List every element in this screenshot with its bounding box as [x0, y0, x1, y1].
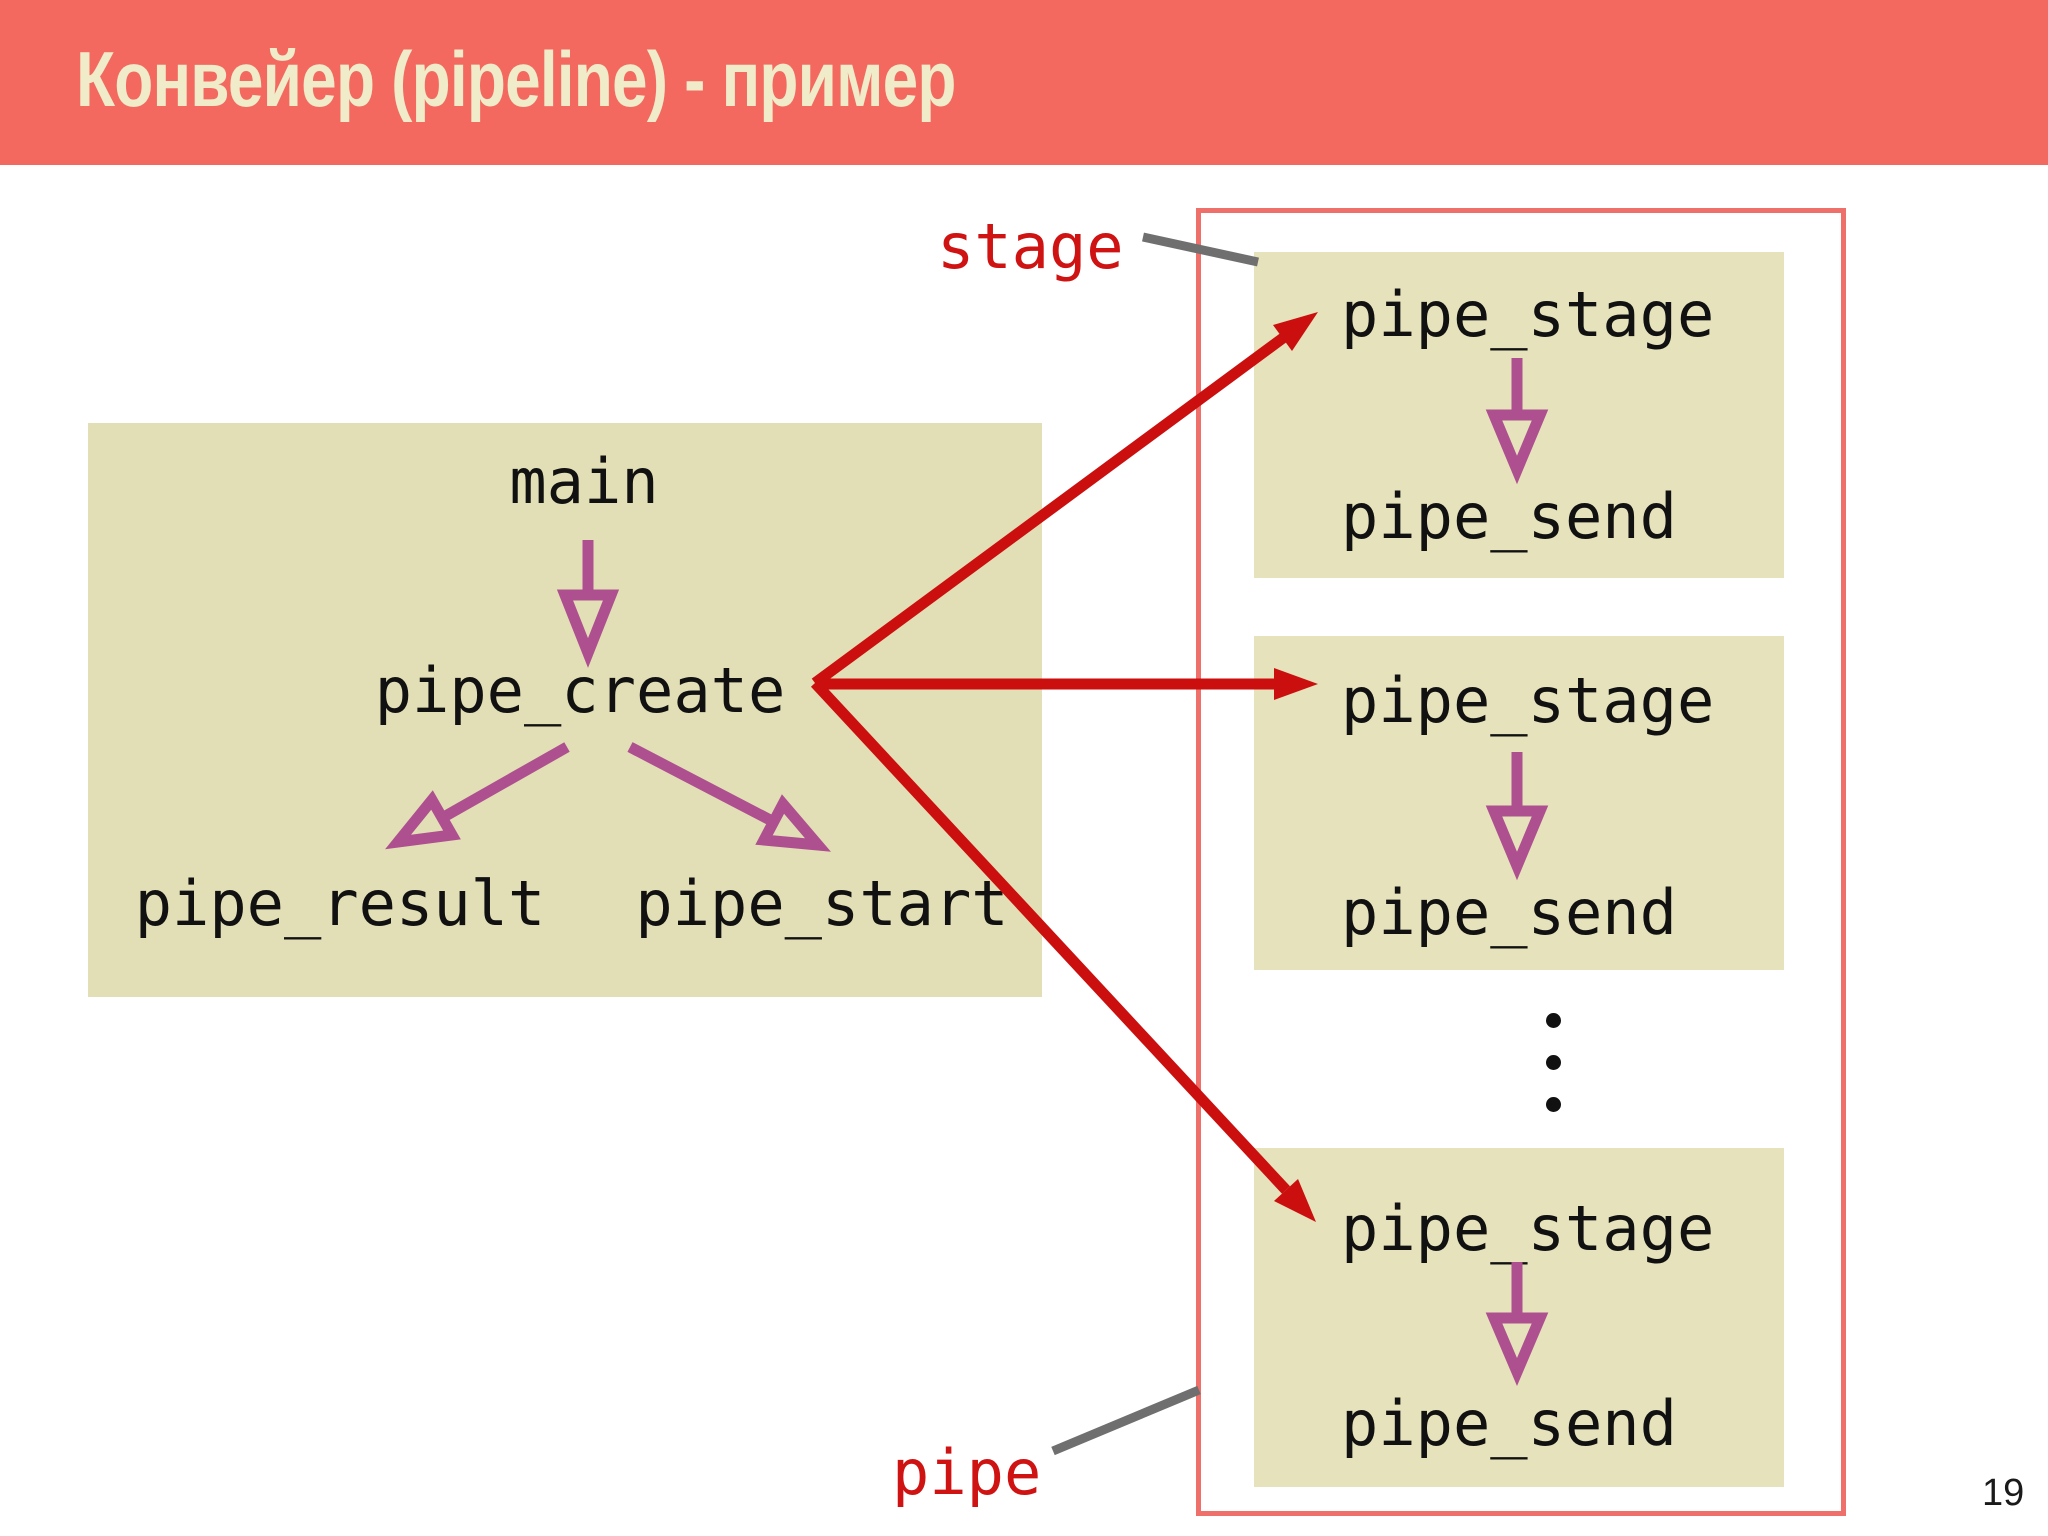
node-pipe-send-2: pipe_send — [1341, 876, 1677, 949]
pipe-leader-line — [1051, 1385, 1201, 1456]
header-bar: Конвейер (pipeline) - пример — [0, 0, 2048, 165]
ellipsis-dot — [1546, 1013, 1561, 1028]
slide-title: Конвейер (pipeline) - пример — [76, 34, 956, 123]
ellipsis-dot — [1546, 1097, 1561, 1112]
pipe-annotation-label: pipe — [892, 1436, 1042, 1509]
node-pipe-create: pipe_create — [374, 654, 786, 727]
node-pipe-result: pipe_result — [134, 867, 546, 940]
vertical-ellipsis — [1546, 1013, 1561, 1139]
node-pipe-send-1: pipe_send — [1341, 480, 1677, 553]
stage-annotation-label: stage — [937, 210, 1124, 283]
node-pipe-send-3: pipe_send — [1341, 1387, 1677, 1460]
node-pipe-stage-1: pipe_stage — [1341, 278, 1715, 351]
ellipsis-dot — [1546, 1055, 1561, 1070]
page-number: 19 — [1982, 1472, 2025, 1514]
node-pipe-start: pipe_start — [635, 867, 1009, 940]
node-pipe-stage-3: pipe_stage — [1341, 1192, 1715, 1265]
node-main: main — [509, 445, 659, 518]
node-pipe-stage-2: pipe_stage — [1341, 664, 1715, 737]
